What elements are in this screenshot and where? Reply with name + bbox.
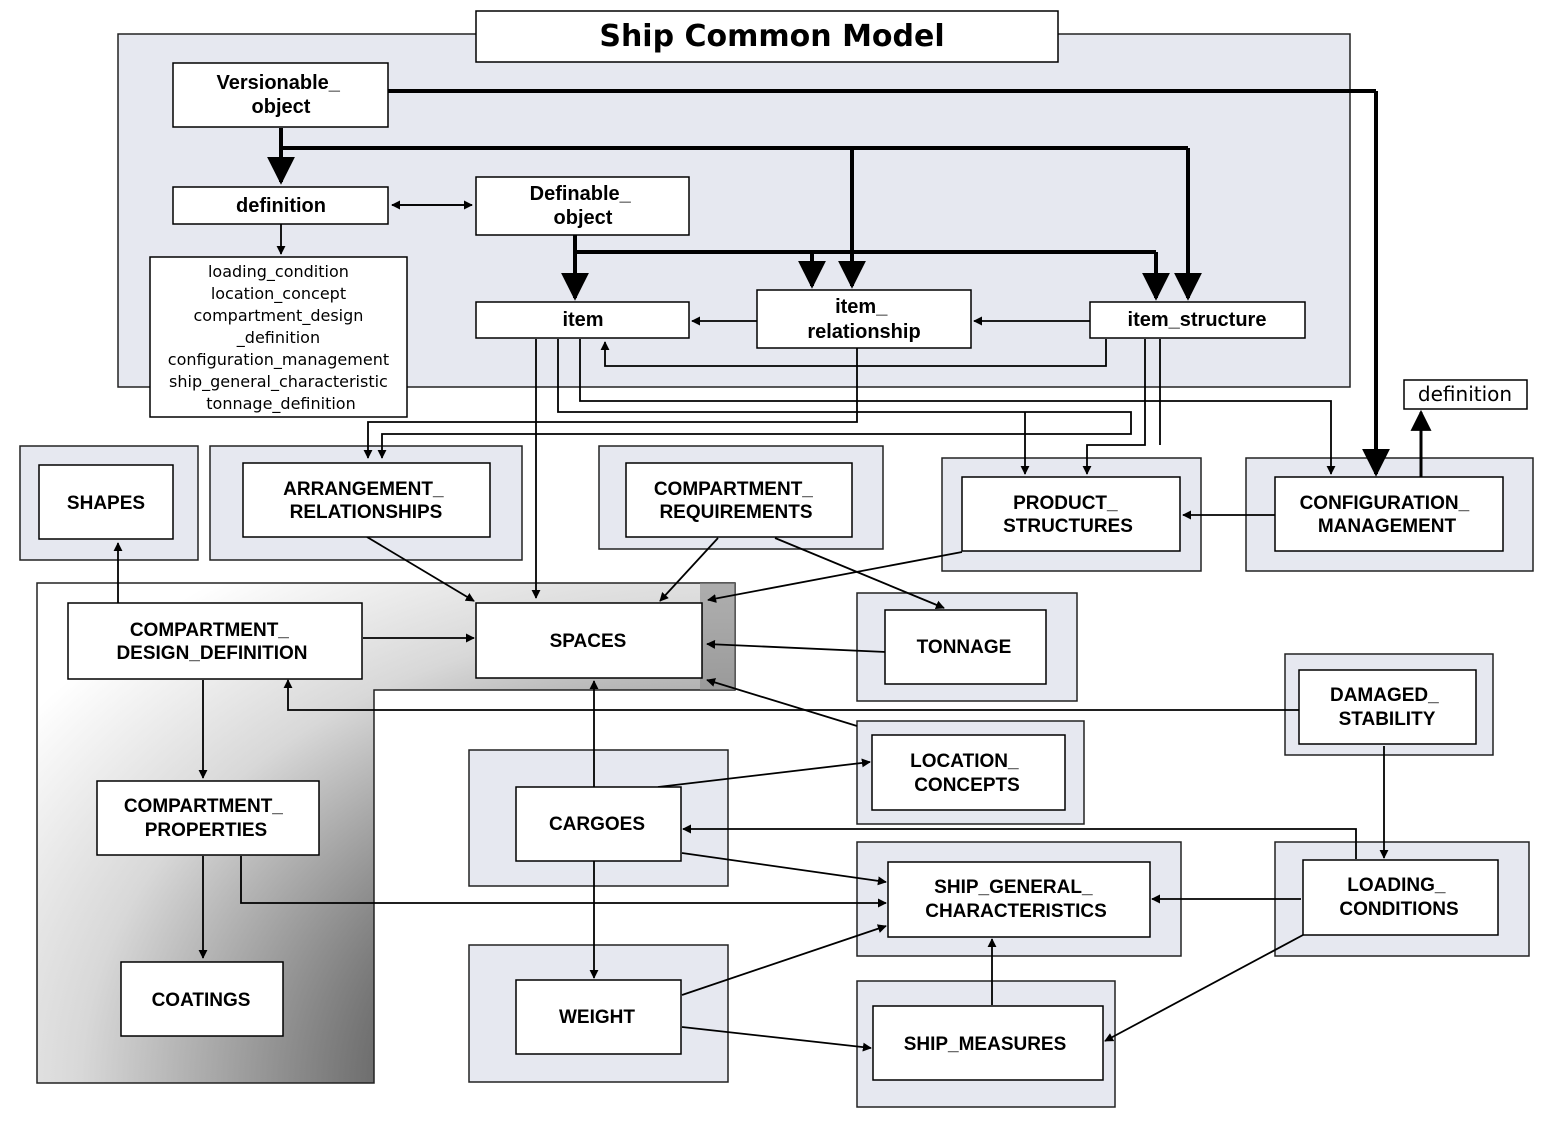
spaces-label: SPACES [550, 631, 627, 652]
coatings-box [120, 961, 284, 1037]
definition-label: definition [236, 195, 326, 217]
compartment-properties-label-2: PROPERTIES [145, 820, 267, 841]
compartment-properties-box [96, 780, 320, 856]
svg-text:Versionable_ object: Versionable_ object [217, 72, 346, 118]
coatings-label: COATINGS [152, 990, 251, 1011]
tonnage-label: TONNAGE [917, 637, 1012, 658]
versionable-object-label-2: object [252, 96, 311, 118]
connectors [113, 89, 1432, 1052]
weight-panel [468, 944, 729, 1083]
svg-text:PRODUCT_ STRUCTURES: PRODUCT_ STRUCTURES [1003, 493, 1133, 537]
compartment-requirements-box [625, 462, 853, 538]
arrangement-label-1: ARRANGEMENT_ [283, 479, 444, 500]
svg-text:LOCATION_ CONCEPTS: LOCATION_ CONCEPTS [910, 751, 1024, 796]
weight-label: WEIGHT [559, 1007, 635, 1028]
damaged-stability-label-1: DAMAGED_ [1330, 685, 1439, 706]
product-structures-box [961, 476, 1181, 552]
svg-text:LOADING_ CONDITIONS: LOADING_ CONDITIONS [1339, 875, 1458, 920]
ship-measures-label: SHIP_MEASURES [904, 1034, 1067, 1055]
item-label: item [562, 309, 603, 331]
ship-general-characteristics-label-1: SHIP_GENERAL_ [934, 877, 1093, 898]
definition-list-item: configuration_management [168, 350, 389, 370]
configuration-management-box [1274, 476, 1504, 552]
item-relationship-label-2: relationship [807, 321, 920, 343]
ship-general-characteristics-box [887, 861, 1151, 938]
damaged-stability-box [1298, 669, 1477, 745]
tonnage-box [884, 609, 1047, 685]
location-concepts-label-2: CONCEPTS [914, 775, 1020, 796]
loading-conditions-label-1: LOADING_ [1347, 875, 1446, 896]
definition-right-box [1403, 379, 1528, 410]
arrangement-label-2: RELATIONSHIPS [290, 502, 443, 523]
item-relationship-label-1: item_ [835, 296, 888, 318]
loading-conditions-box [1302, 859, 1499, 936]
title-box [475, 10, 1059, 63]
damaged-stability-label-2: STABILITY [1339, 709, 1436, 730]
compartment-requirements-label-2: REQUIREMENTS [659, 502, 812, 523]
definition-right-label: definition [1418, 382, 1512, 406]
svg-text:CONFIGURATION_ MANAGEMENT: CONFIGURATION_ MANAGEMENT [1300, 493, 1475, 537]
versionable-object-box [172, 62, 389, 128]
definition-list-item: compartment_design [194, 306, 364, 326]
compartment-requirements-label-1: COMPARTMENT_ [654, 479, 813, 500]
svg-text:item_ relationship: item_ relationship [807, 296, 920, 343]
compartment-design-definition-box [67, 602, 363, 680]
definable-object-box [475, 176, 690, 236]
definable-object-label-2: object [554, 207, 613, 229]
loading-conditions-label-2: CONDITIONS [1339, 899, 1458, 920]
ship-measures-box [872, 1005, 1104, 1081]
cargoes-label: CARGOES [549, 814, 645, 835]
definition-list-item: _definition [236, 328, 320, 348]
definition-list-item: ship_general_characteristic [169, 372, 388, 392]
shapes-label: SHAPES [67, 493, 145, 514]
compartment-properties-label-1: COMPARTMENT_ [124, 796, 283, 817]
configuration-management-label-1: CONFIGURATION_ [1300, 493, 1470, 514]
svg-text:COMPARTMENT_ REQUIREMENTS: COMPARTMENT_ REQUIREMENTS [654, 479, 818, 523]
svg-text:DAMAGED_ STABILITY: DAMAGED_ STABILITY [1330, 685, 1444, 730]
weight-box [515, 979, 682, 1055]
svg-text:Definable_ object: Definable_ object [530, 183, 637, 229]
svg-text:loading_condition location: loading_condition location_concept compa… [168, 262, 394, 414]
definition-list-box [149, 256, 408, 418]
shapes-box [38, 464, 174, 540]
definition-list-item: loading_condition [208, 262, 349, 282]
item-structure-label: item_structure [1128, 309, 1267, 331]
cargoes-box [515, 786, 682, 862]
versionable-object-label-1: Versionable_ [217, 72, 341, 94]
configuration-management-label-2: MANAGEMENT [1318, 516, 1457, 537]
svg-text:ARRANGEMENT_ RELATIONSHIPS: ARRANGEMENT_ RELATIONSHIPS [283, 479, 449, 523]
diagram-title: Ship Common Model [599, 19, 944, 54]
compartment-design-definition-label-1: COMPARTMENT_ [130, 620, 289, 641]
location-concepts-label-1: LOCATION_ [910, 751, 1019, 772]
spaces-box [475, 602, 703, 679]
svg-text:SHIP_GENERAL_ CHARACTERIST: SHIP_GENERAL_ CHARACTERISTICS [925, 877, 1107, 922]
ship-general-characteristics-label-2: CHARACTERISTICS [925, 901, 1107, 922]
product-structures-label-2: STRUCTURES [1003, 516, 1133, 537]
svg-text:COMPARTMENT_ DESIGN_DEFINI: COMPARTMENT_ DESIGN_DEFINITION [116, 620, 307, 664]
item-structure-box [1089, 301, 1306, 339]
item-box [475, 301, 690, 339]
definable-object-label-1: Definable_ [530, 183, 632, 205]
definition-box [172, 186, 389, 225]
arrangement-relationships-box [242, 462, 491, 538]
item-relationship-box [756, 289, 972, 349]
product-structures-label-1: PRODUCT_ [1013, 493, 1118, 514]
definition-list-item: location_concept [211, 284, 346, 304]
location-concepts-box [871, 734, 1066, 811]
compartment-design-definition-label-2: DESIGN_DEFINITION [116, 643, 307, 664]
spaces-panel-shade [700, 583, 735, 690]
svg-text:COMPARTMENT_ PROPERTIES: COMPARTMENT_ PROPERTIES [124, 796, 288, 841]
definition-list-item: tonnage_definition [206, 394, 355, 414]
